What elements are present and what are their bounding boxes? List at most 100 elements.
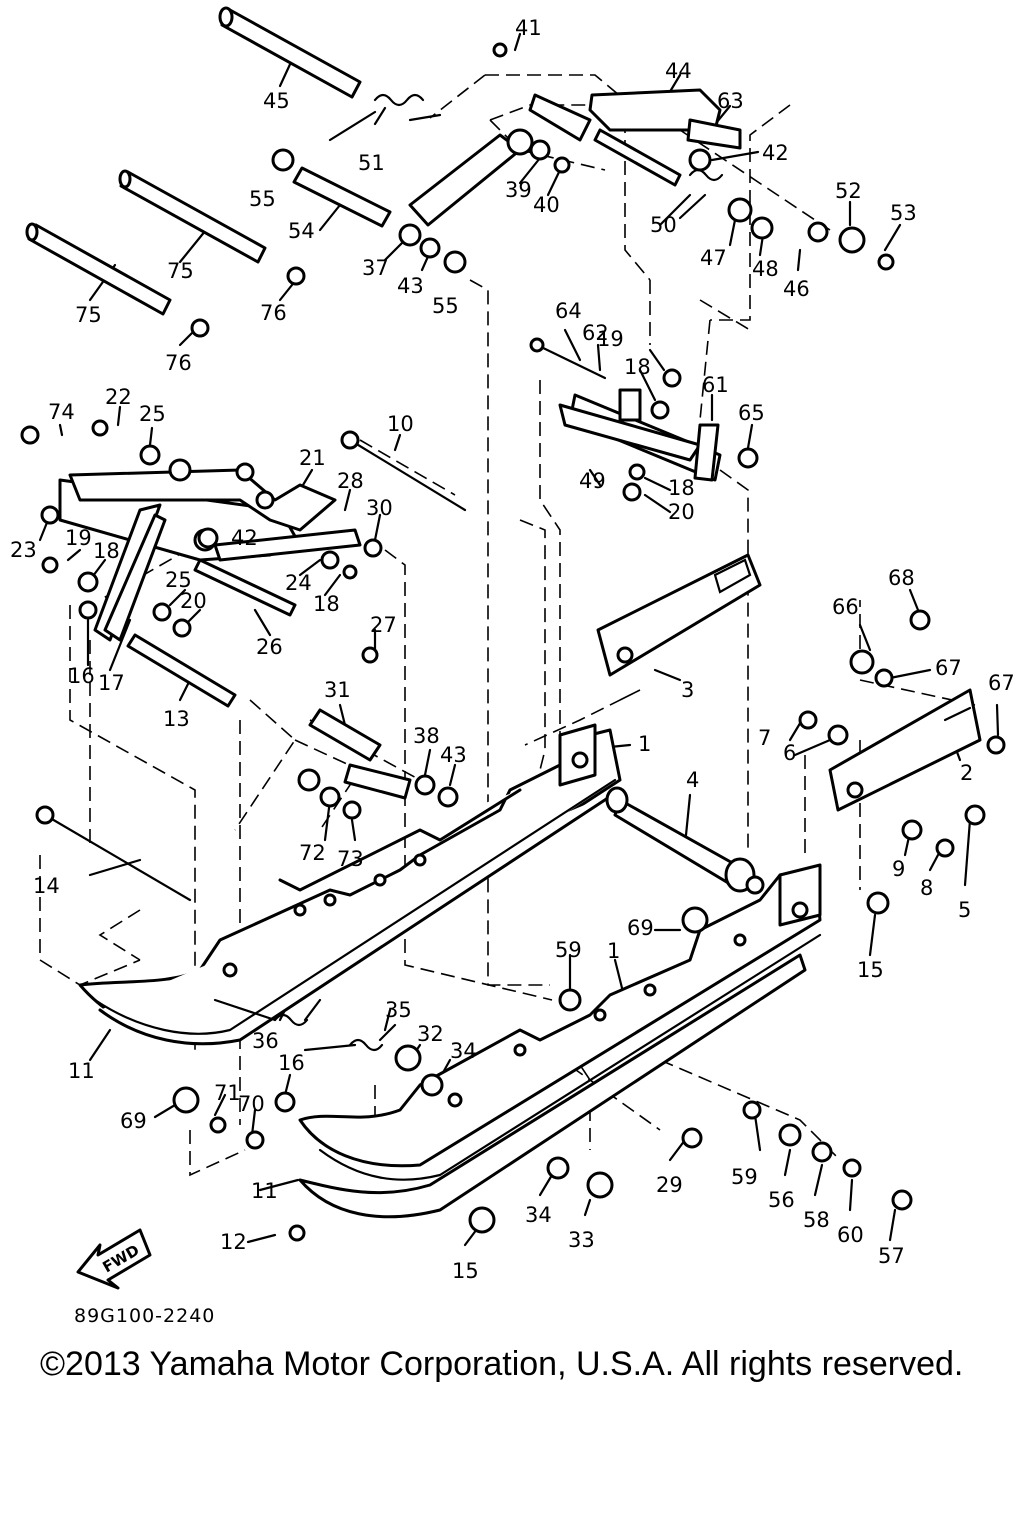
part-label-58: 58 xyxy=(803,1208,830,1232)
part-label-22: 22 xyxy=(105,385,132,409)
long-bolts xyxy=(35,337,607,902)
part-label-1: 1 xyxy=(638,732,651,756)
part-label-52: 52 xyxy=(835,179,862,203)
part-label-33: 33 xyxy=(568,1228,595,1252)
part-label-75: 75 xyxy=(167,259,194,283)
part-label-64: 64 xyxy=(555,299,582,323)
axle-4 xyxy=(605,786,765,895)
part-label-41: 41 xyxy=(515,16,542,40)
part-label-3: 3 xyxy=(681,678,694,702)
diagram-code: 89G100-2240 xyxy=(74,1305,216,1327)
part-label-72: 72 xyxy=(299,841,326,865)
part-label-63: 63 xyxy=(717,89,744,113)
part-label-19: 19 xyxy=(597,327,624,351)
part-label-28: 28 xyxy=(337,469,364,493)
part-label-69: 69 xyxy=(120,1109,147,1133)
front-arm-assembly xyxy=(58,458,362,642)
part-label-23: 23 xyxy=(10,538,37,562)
part-label-47: 47 xyxy=(700,246,727,270)
part-label-20: 20 xyxy=(180,589,207,613)
part-label-24: 24 xyxy=(285,571,312,595)
part-label-54: 54 xyxy=(288,219,315,243)
part-label-36: 36 xyxy=(252,1029,279,1053)
part-label-46: 46 xyxy=(783,277,810,301)
part-label-65: 65 xyxy=(738,401,765,425)
part-label-68: 68 xyxy=(888,566,915,590)
part-label-53: 53 xyxy=(890,201,917,225)
part-label-14: 14 xyxy=(33,874,60,898)
part-label-71: 71 xyxy=(214,1081,241,1105)
part-label-43: 43 xyxy=(397,274,424,298)
part-label-18: 18 xyxy=(624,355,651,379)
part-label-67: 67 xyxy=(935,656,962,680)
copyright-notice: ©2013 Yamaha Motor Corporation, U.S.A. A… xyxy=(40,1345,964,1383)
part-label-27: 27 xyxy=(370,613,397,637)
part-label-73: 73 xyxy=(337,847,364,871)
shafts xyxy=(25,6,534,800)
part-label-39: 39 xyxy=(505,178,532,202)
fwd-arrow: FWD xyxy=(76,1228,152,1290)
part-label-50: 50 xyxy=(650,213,677,237)
part-label-37: 37 xyxy=(362,256,389,280)
part-label-59: 59 xyxy=(731,1165,758,1189)
part-label-62: 62 xyxy=(582,321,609,345)
part-label-31: 31 xyxy=(324,678,351,702)
part-label-66: 66 xyxy=(832,595,859,619)
part-label-16: 16 xyxy=(68,664,95,688)
part-label-12: 12 xyxy=(220,1230,247,1254)
part-label-34: 34 xyxy=(450,1039,477,1063)
plates xyxy=(596,553,982,812)
part-label-55: 55 xyxy=(249,187,276,211)
part-label-18: 18 xyxy=(313,592,340,616)
part-label-8: 8 xyxy=(920,876,933,900)
part-label-20: 20 xyxy=(668,500,695,524)
part-label-38: 38 xyxy=(413,724,440,748)
part-label-26: 26 xyxy=(256,635,283,659)
part-label-25: 25 xyxy=(165,568,192,592)
part-label-56: 56 xyxy=(768,1188,795,1212)
springs xyxy=(213,93,724,1052)
part-label-29: 29 xyxy=(656,1173,683,1197)
part-label-59: 59 xyxy=(555,938,582,962)
part-label-35: 35 xyxy=(385,998,412,1022)
top-bracket-assembly xyxy=(528,88,742,187)
part-label-76: 76 xyxy=(260,301,287,325)
part-label-21: 21 xyxy=(299,446,326,470)
part-label-42: 42 xyxy=(762,141,789,165)
part-label-6: 6 xyxy=(783,741,796,765)
part-label-7: 7 xyxy=(758,726,771,750)
part-label-16: 16 xyxy=(278,1051,305,1075)
part-label-2: 2 xyxy=(960,761,973,785)
part-label-13: 13 xyxy=(163,707,190,731)
part-label-10: 10 xyxy=(387,412,414,436)
part-label-11: 11 xyxy=(251,1179,278,1203)
part-label-34: 34 xyxy=(525,1203,552,1227)
part-label-75: 75 xyxy=(75,303,102,327)
part-label-9: 9 xyxy=(892,857,905,881)
part-label-76: 76 xyxy=(165,351,192,375)
part-label-57: 57 xyxy=(878,1244,905,1268)
part-label-48: 48 xyxy=(752,257,779,281)
part-label-45: 45 xyxy=(263,89,290,113)
part-label-32: 32 xyxy=(417,1022,444,1046)
part-label-15: 15 xyxy=(857,958,884,982)
part-label-42: 42 xyxy=(231,526,258,550)
part-label-18: 18 xyxy=(668,476,695,500)
part-label-43: 43 xyxy=(440,743,467,767)
part-label-67: 67 xyxy=(988,671,1015,695)
part-label-44: 44 xyxy=(665,59,692,83)
part-label-18: 18 xyxy=(93,539,120,563)
part-label-69: 69 xyxy=(627,916,654,940)
part-label-5: 5 xyxy=(958,898,971,922)
part-label-30: 30 xyxy=(366,496,393,520)
part-label-15: 15 xyxy=(452,1259,479,1283)
part-label-74: 74 xyxy=(48,400,75,424)
part-label-40: 40 xyxy=(533,193,560,217)
part-label-49: 49 xyxy=(579,469,606,493)
part-label-55: 55 xyxy=(432,294,459,318)
part-label-17: 17 xyxy=(98,671,125,695)
part-label-70: 70 xyxy=(238,1092,265,1116)
rear-arm-assembly xyxy=(558,388,722,482)
